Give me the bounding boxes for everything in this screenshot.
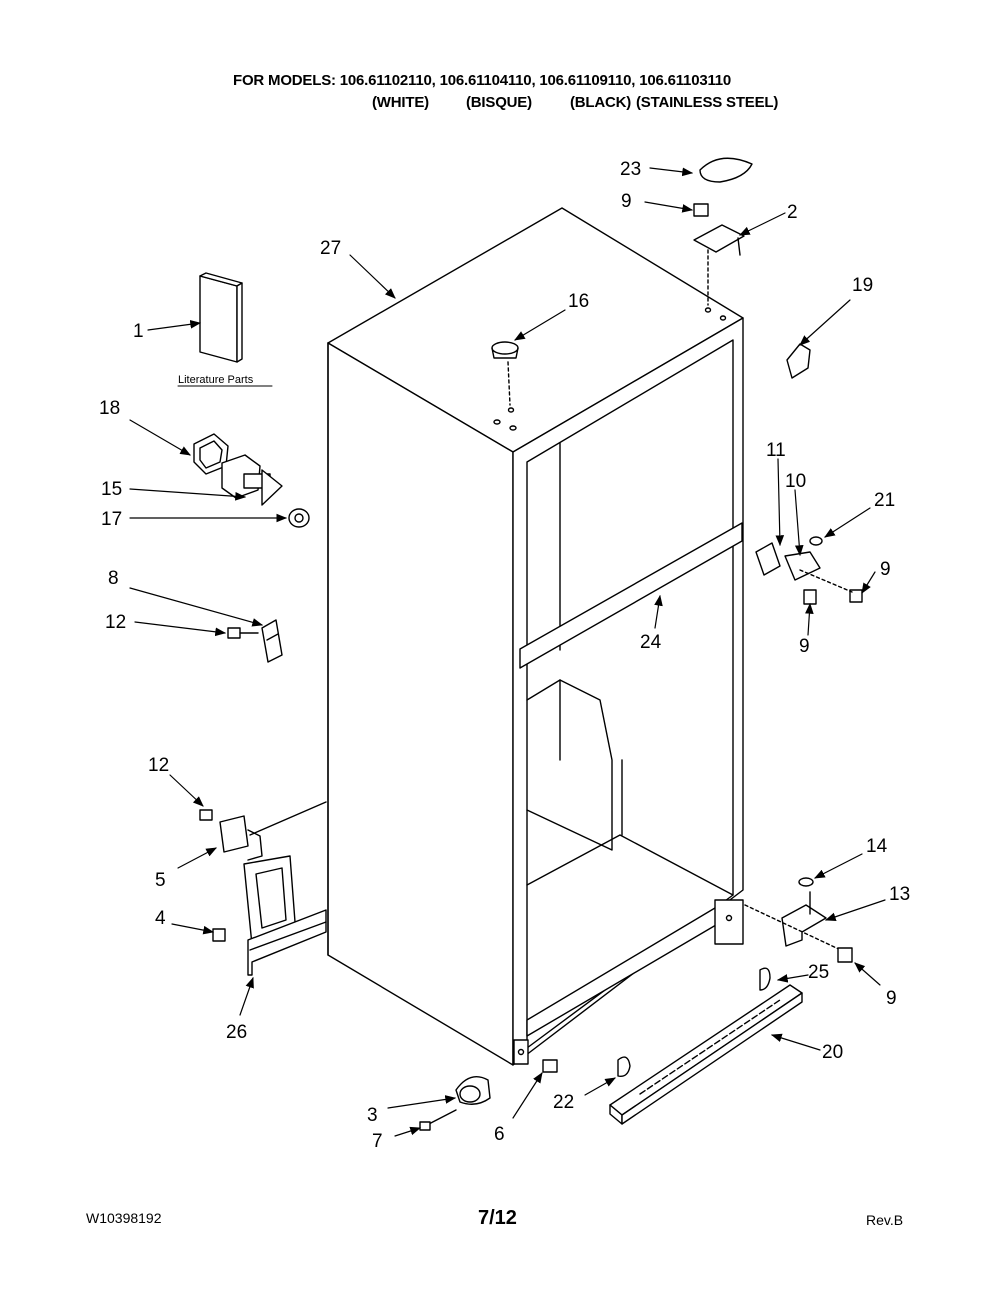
revision: Rev.B (866, 1212, 904, 1228)
part-4-screw (212, 928, 226, 942)
part-13-bottom-hinge (744, 891, 846, 953)
callout-labels: 1 2 3 4 5 6 7 8 9 9 9 9 9 10 11 12 12 13… (99, 159, 910, 1152)
literature-caption: Literature Parts (178, 374, 254, 386)
part-12-screw-lower (199, 809, 213, 821)
refrigerator-cabinet (327, 207, 744, 1066)
color-black: (BLACK) (570, 94, 632, 111)
part-9-screw-bottom (837, 947, 853, 963)
part-7-screw (419, 1109, 457, 1131)
callout-15: 15 (101, 479, 122, 500)
callout-25: 25 (808, 962, 829, 983)
part-2-top-hinge (693, 224, 745, 306)
doc-number: W10398192 (86, 1210, 162, 1226)
part-10-center-hinge-pin (784, 551, 821, 581)
callout-9-right: 9 (880, 559, 891, 580)
part-19-hinge-cap (786, 343, 811, 379)
callout-8: 8 (108, 568, 119, 589)
part-15-control-shaft (221, 454, 283, 506)
part-16-plug (491, 341, 519, 406)
callout-1: 1 (133, 321, 144, 342)
callout-9-top: 9 (621, 191, 632, 212)
callout-20: 20 (822, 1042, 843, 1063)
part-11-center-hinge (755, 542, 781, 576)
literature-booklet (199, 272, 243, 363)
part-26-trim (247, 801, 327, 976)
callout-18: 18 (99, 398, 120, 419)
callout-2: 2 (787, 202, 798, 223)
callout-9-bottom: 9 (886, 988, 897, 1009)
callout-23: 23 (620, 159, 641, 180)
callout-11: 11 (766, 440, 786, 461)
divider-bar (519, 522, 743, 669)
part-9-screw-middle (799, 569, 863, 605)
callout-21: 21 (874, 490, 895, 511)
callout-24: 24 (640, 632, 662, 653)
models-line: FOR MODELS: 106.61102110, 106.61104110, … (233, 72, 732, 89)
callout-14: 14 (866, 836, 888, 857)
callout-3: 3 (367, 1105, 378, 1126)
part-3-roller (455, 1076, 491, 1105)
part-6-screw (542, 1059, 558, 1073)
callout-27: 27 (320, 238, 341, 259)
color-bisque: (BISQUE) (466, 94, 532, 111)
part-5-hinge (219, 815, 297, 946)
callout-22: 22 (553, 1092, 574, 1113)
part-23-hinge-cover (699, 157, 753, 183)
callout-10: 10 (785, 471, 806, 492)
part-9-screw-top (693, 203, 709, 217)
color-white: (WHITE) (372, 94, 429, 111)
callout-13: 13 (889, 884, 910, 905)
part-18-gasket (193, 433, 229, 475)
part-12-screw-upper (227, 627, 259, 639)
callout-12-upper: 12 (105, 612, 126, 633)
callout-17: 17 (101, 509, 122, 530)
callout-7: 7 (372, 1131, 383, 1152)
callout-9-lower: 9 (799, 636, 810, 657)
callout-4: 4 (155, 908, 166, 929)
leader-arrows (129, 167, 886, 1137)
callout-16: 16 (568, 291, 589, 312)
part-17-knob (288, 508, 310, 528)
part-21-washer (809, 536, 823, 546)
part-20-toe-grille (609, 984, 803, 1125)
page-number: 7/12 (478, 1207, 517, 1229)
part-14-washer (798, 877, 814, 887)
callout-12-lower: 12 (148, 755, 169, 776)
callout-5: 5 (155, 870, 166, 891)
part-8-bracket (261, 619, 283, 663)
callout-26: 26 (226, 1022, 247, 1043)
color-stainless-steel: (STAINLESS STEEL) (636, 94, 779, 111)
callout-6: 6 (494, 1124, 505, 1145)
callout-19: 19 (852, 275, 873, 296)
part-22-clip (617, 1056, 631, 1077)
part-25-clip (759, 967, 771, 991)
